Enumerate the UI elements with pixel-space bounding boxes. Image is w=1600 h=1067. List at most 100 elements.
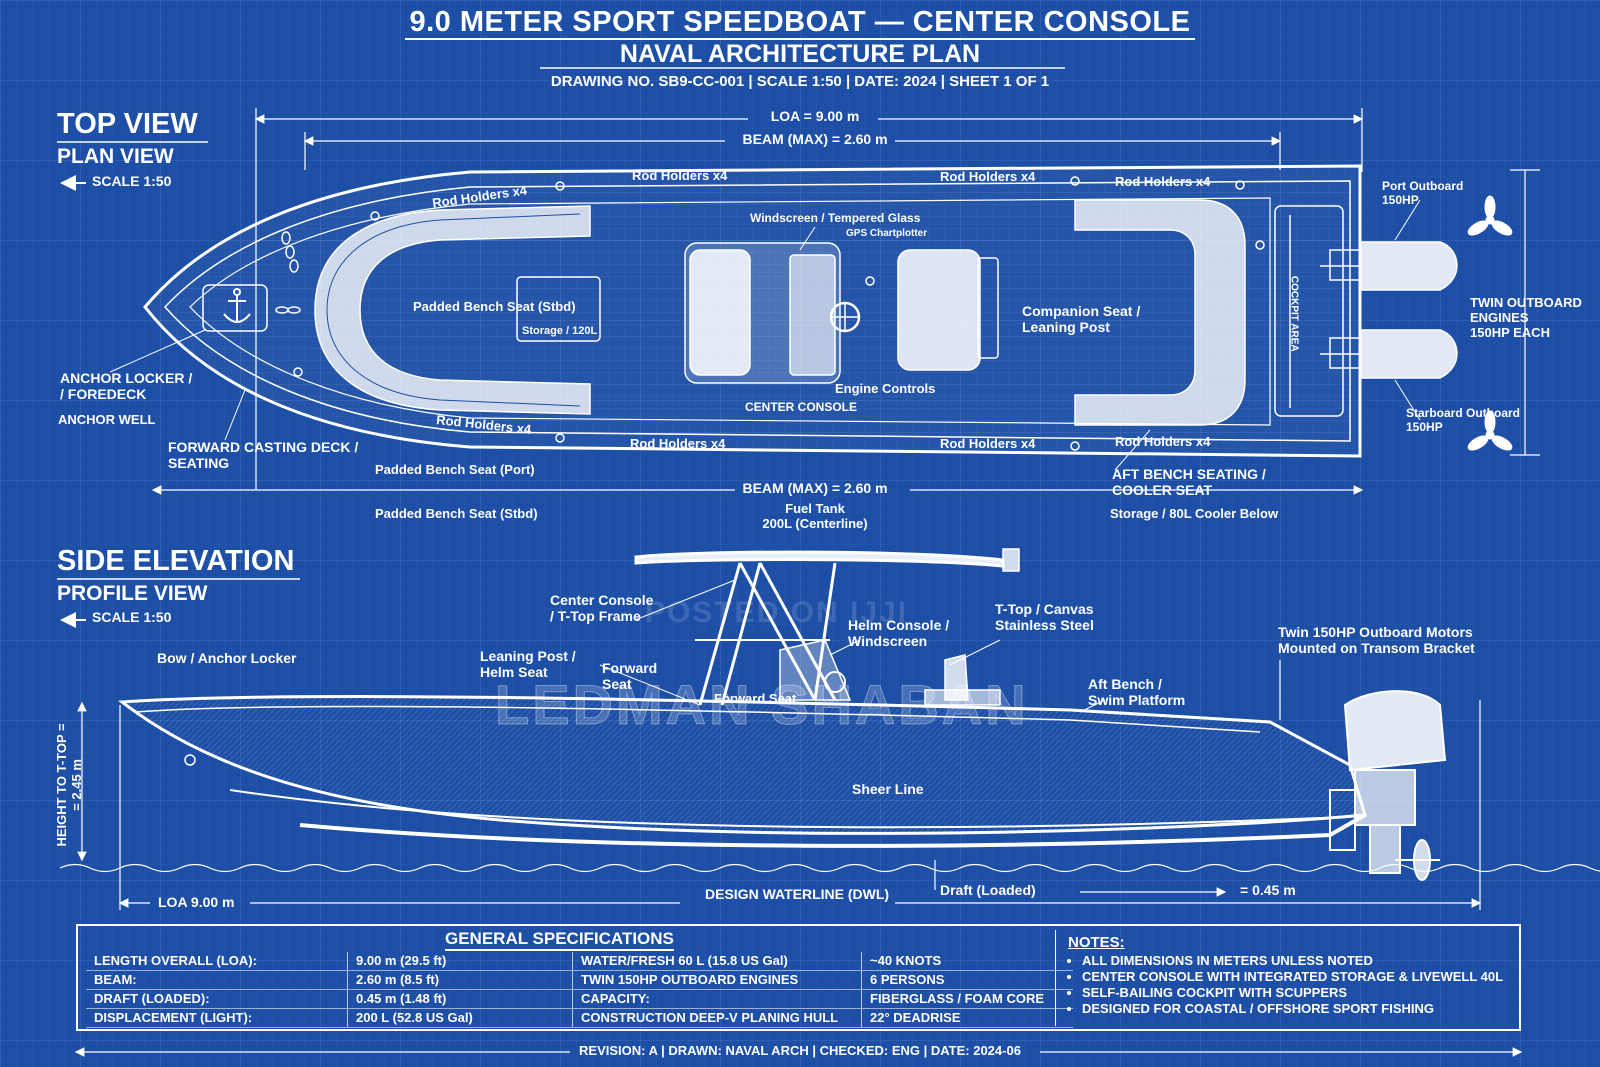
notes-block: NOTES: ALL DIMENSIONS IN METERS UNLESS N… <box>1068 934 1503 1017</box>
aft-bench-seat <box>1074 199 1246 426</box>
spec-cell: CONSTRUCTION DEEP-V PLANING HULL <box>572 1008 862 1028</box>
forward-seat-label-a: Forward Seat <box>602 660 658 693</box>
table-row: DISPLACEMENT (LIGHT): 200 L (52.8 US Gal… <box>86 1008 1073 1028</box>
spec-cell: 200 L (52.8 US Gal) <box>347 1008 573 1028</box>
top-dimension-lines <box>151 108 1540 495</box>
rod-holders-label-4: Rod Holders x4 <box>1115 174 1211 189</box>
spec-cell: DRAFT (LOADED): <box>86 989 348 1009</box>
list-item: DESIGNED FOR COASTAL / OFFSHORE SPORT FI… <box>1082 1001 1503 1016</box>
draft-label: Draft (Loaded) <box>940 882 1036 898</box>
aft-bench-seating-label: AFT BENCH SEATING / COOLER SEAT <box>1112 466 1266 499</box>
rod-holder-marks <box>293 176 1265 451</box>
sheer-line-label: Sheer Line <box>852 781 924 797</box>
transom-bracket <box>1274 205 1344 417</box>
padded-bench-stbd-label-2: Padded Bench Seat (Stbd) <box>375 506 538 521</box>
spec-cell: CAPACITY: <box>572 989 862 1009</box>
drawing-info: DRAWING NO. SB9-CC-001 | SCALE 1:50 | DA… <box>550 73 1050 90</box>
side-outboard-motor <box>1329 690 1447 881</box>
side-hull <box>117 695 1367 848</box>
spec-cell: 9.00 m (29.5 ft) <box>347 952 573 971</box>
companion-seat-top <box>897 249 999 371</box>
specifications-heading: GENERAL SPECIFICATIONS <box>445 929 674 951</box>
list-item: ALL DIMENSIONS IN METERS UNLESS NOTED <box>1082 953 1503 968</box>
center-console-label: CENTER CONSOLE <box>745 400 858 414</box>
center-console-top <box>684 242 875 384</box>
loa-dimension-label: LOA = 9.00 m <box>770 108 860 124</box>
gps-label: GPS Chartplotter <box>846 228 928 239</box>
center-console-frame-label: Center Console / T-Top Frame <box>550 592 654 625</box>
side-dimension-lines <box>77 660 1482 910</box>
forward-bench-seat <box>314 205 601 415</box>
companion-seat-label: Companion Seat / Leaning Post <box>1022 303 1141 336</box>
side-leader-lines <box>599 579 1106 713</box>
t-top-label: T-Top / Canvas Stainless Steel <box>995 601 1094 634</box>
specifications-box <box>76 924 1521 1031</box>
helm-console-label: Helm Console / Windscreen <box>848 617 950 650</box>
bow-anchor-locker-label: Bow / Anchor Locker <box>157 650 297 666</box>
draft-value-label: = 0.45 m <box>1240 882 1296 898</box>
watermark-main: LEDMAN SHABAN <box>495 673 1029 737</box>
port-outboard-label: Port Outboard 150HP <box>1382 179 1464 207</box>
padded-bench-stbd-label: Padded Bench Seat (Stbd) <box>413 299 576 314</box>
t-top-frame <box>634 548 1020 706</box>
rod-holders-label-3: Rod Holders x4 <box>940 169 1036 184</box>
twin-outboard-engines-label: TWIN OUTBOARD ENGINES 150HP EACH <box>1470 295 1582 340</box>
spec-cell: LENGTH OVERALL (LOA): <box>86 952 348 971</box>
twin-motors-label: Twin 150HP Outboard Motors Mounted on Tr… <box>1278 624 1475 657</box>
specifications-table: LENGTH OVERALL (LOA): 9.00 m (29.5 ft) W… <box>86 952 1073 1028</box>
beam-dimension-label-top: BEAM (MAX) = 2.60 m <box>742 131 888 147</box>
side-console <box>779 639 1001 706</box>
watermark-small: POSTED ON IJJI <box>645 596 909 629</box>
top-view-heading: TOP VIEW <box>57 108 198 140</box>
starboard-outboard-label: Starboard Outboard 150HP <box>1406 406 1521 434</box>
spec-cell: FIBERGLASS / FOAM CORE <box>861 989 1073 1009</box>
rod-holders-label-2: Rod Holders x4 <box>632 168 728 183</box>
heading-underlines <box>57 141 300 580</box>
anchor-icon <box>202 284 268 332</box>
anchor-well-label: ANCHOR WELL <box>58 412 156 427</box>
top-scale-label: SCALE 1:50 <box>92 173 172 189</box>
notes-list: ALL DIMENSIONS IN METERS UNLESS NOTED CE… <box>1068 953 1503 1016</box>
fuel-tank-label: Fuel Tank 200L (Centerline) <box>762 501 868 531</box>
plan-view-subheading: PLAN VIEW <box>57 145 174 168</box>
aft-bench-swim-label: Aft Bench / Swim Platform <box>1088 676 1186 709</box>
list-item: SELF-BAILING COCKPIT WITH SCUPPERS <box>1082 985 1503 1000</box>
rod-holders-label-8: Rod Holders x4 <box>1115 434 1211 449</box>
forward-casting-deck-label: FORWARD CASTING DECK / SEATING <box>168 439 359 472</box>
forward-seat-label-b: Forward Seat <box>714 691 797 706</box>
spec-cell: TWIN 150HP OUTBOARD ENGINES <box>572 970 862 990</box>
outboard-motors-top <box>1320 241 1458 379</box>
spec-cell: WATER/FRESH 60 L (15.8 US Gal) <box>572 952 862 971</box>
drawing-subtitle: NAVAL ARCHITECTURE PLAN <box>619 40 981 68</box>
anchor-chain <box>275 231 301 314</box>
spec-cell: 0.45 m (1.48 ft) <box>347 989 573 1009</box>
top-leader-lines <box>109 199 1421 471</box>
drawing-title: 9.0 METER SPORT SPEEDBOAT — CENTER CONSO… <box>0 6 1600 40</box>
engine-controls-label: Engine Controls <box>835 381 936 396</box>
table-row: BEAM: 2.60 m (8.5 ft) TWIN 150HP OUTBOAR… <box>86 970 1073 990</box>
spec-cell: 2.60 m (8.5 ft) <box>347 970 573 990</box>
spec-cell: 22° DEADRISE <box>861 1008 1073 1028</box>
profile-view-subheading: PROFILE VIEW <box>57 582 208 605</box>
table-row: LENGTH OVERALL (LOA): 9.00 m (29.5 ft) W… <box>86 952 1073 971</box>
spec-cell: BEAM: <box>86 970 348 990</box>
design-waterline-label: DESIGN WATERLINE (DWL) <box>705 886 890 902</box>
side-loa-label: LOA 9.00 m <box>158 894 235 910</box>
list-item: CENTER CONSOLE WITH INTEGRATED STORAGE &… <box>1082 969 1503 984</box>
rod-holders-label-7: Rod Holders x4 <box>940 436 1036 451</box>
notes-divider <box>1055 930 1056 1026</box>
windscreen-label: Windscreen / Tempered Glass <box>750 211 921 225</box>
spec-cell: 6 PERSONS <box>861 970 1073 990</box>
height-to-ttop-label: HEIGHT TO T-TOP = = 2.45 m <box>54 723 84 847</box>
storage-120-label: Storage / 120L <box>522 325 598 337</box>
waterline <box>59 863 1600 873</box>
rod-holders-label-6: Rod Holders x4 <box>630 436 726 451</box>
padded-bench-port-label: Padded Bench Seat (Port) <box>375 462 535 477</box>
cockpit-area-label: COCKPIT AREA <box>1288 275 1300 352</box>
anchor-locker-label: ANCHOR LOCKER / / FOREDECK <box>60 370 193 403</box>
spec-cell: DISPLACEMENT (LIGHT): <box>86 1008 348 1028</box>
side-elevation-heading: SIDE ELEVATION <box>57 545 295 577</box>
propeller-icon <box>1467 195 1513 451</box>
leaning-post-label: Leaning Post / Helm Seat <box>480 648 576 681</box>
spec-cell: ~40 KNOTS <box>861 952 1073 971</box>
